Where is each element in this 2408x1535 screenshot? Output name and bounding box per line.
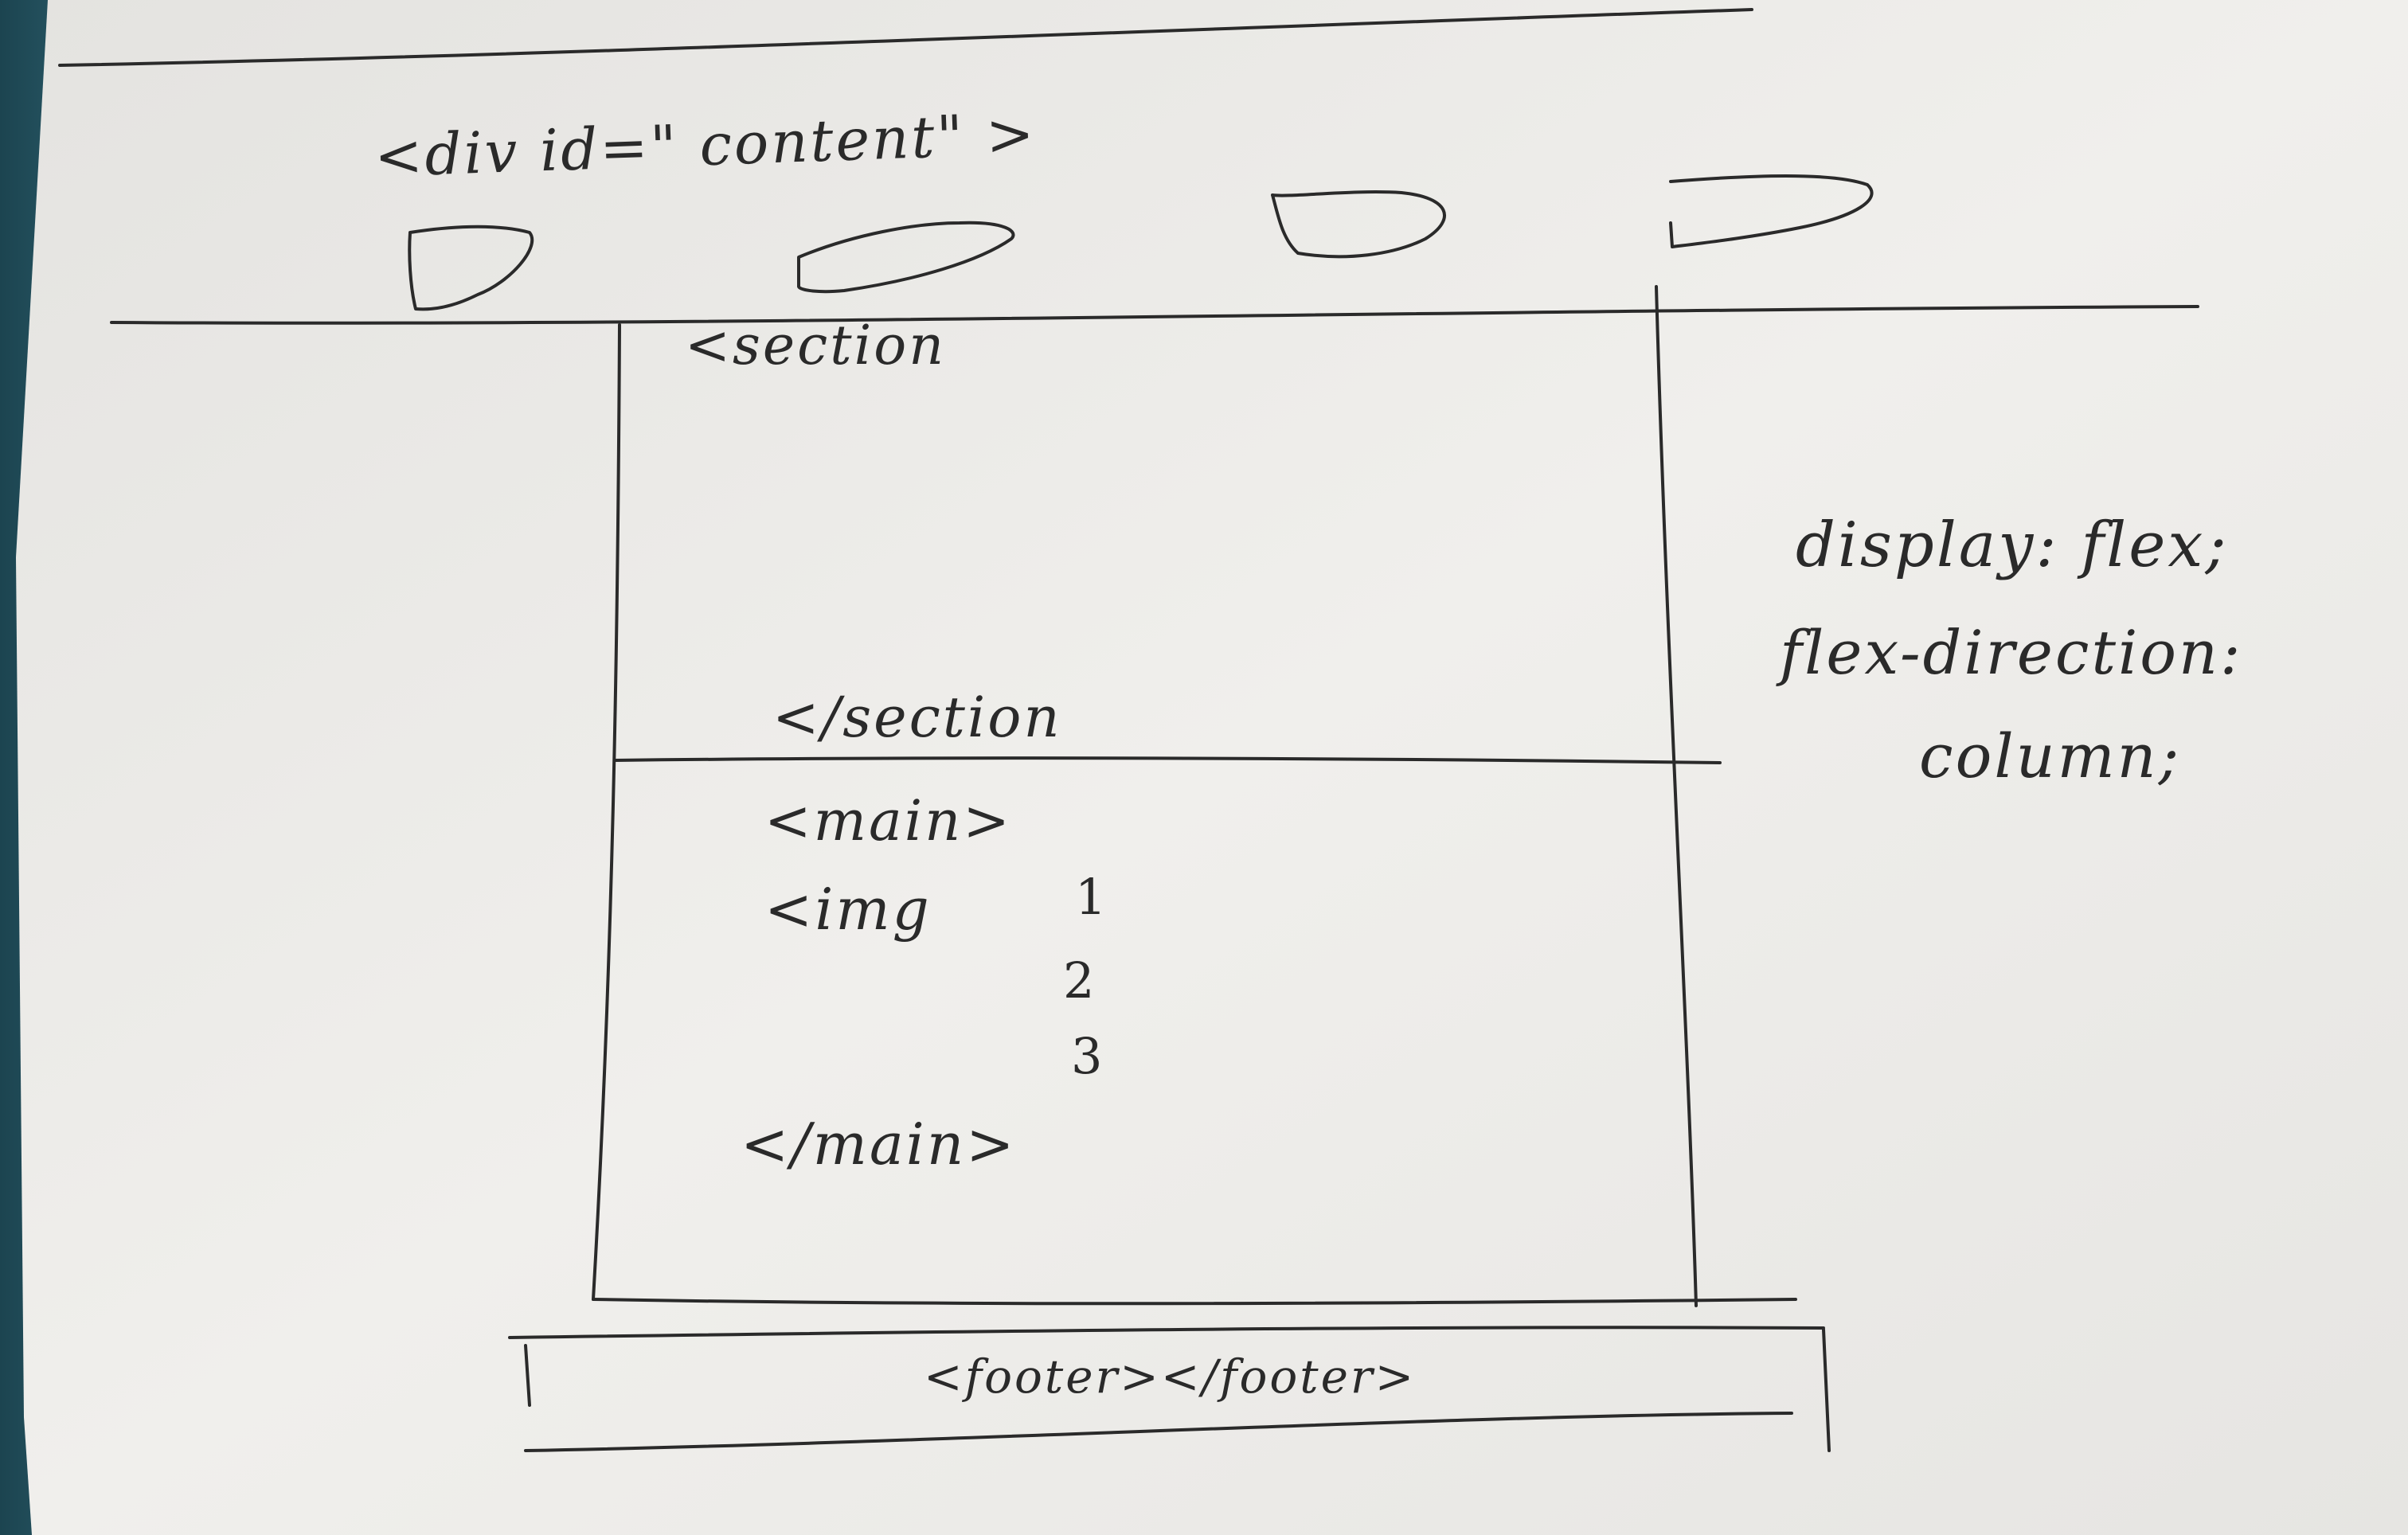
img-number-1: 1 <box>1075 868 1109 926</box>
css-flex-direction: flex-direction: <box>1780 617 2243 688</box>
section-close-label: </section <box>772 685 1062 750</box>
content-box-right <box>1655 285 1698 1307</box>
content-box-bottom <box>592 1298 1797 1306</box>
header-divider-line <box>110 305 2199 325</box>
img-number-2: 2 <box>1063 951 1097 1010</box>
section-open-label: <section <box>685 314 947 377</box>
footer-label: <footer></footer> <box>924 1349 1417 1404</box>
nav-item-sketch <box>1669 174 1874 248</box>
img-label: <img <box>764 876 932 943</box>
nav-item-sketch <box>408 225 534 311</box>
top-rule-line <box>58 8 1753 67</box>
nav-item-sketch <box>797 221 1015 294</box>
footer-box-right <box>1822 1328 1831 1452</box>
nav-item-sketch <box>1271 190 1446 259</box>
footer-box-bottom <box>524 1412 1793 1452</box>
footer-box-left <box>524 1344 531 1407</box>
main-close-label: </main> <box>741 1111 1017 1178</box>
img-number-3: 3 <box>1071 1027 1105 1085</box>
css-column: column; <box>1919 721 2182 791</box>
content-box-left <box>592 323 621 1301</box>
footer-box-top <box>508 1326 1825 1339</box>
css-display-flex: display: flex; <box>1796 510 2229 581</box>
section-divider-line <box>613 756 1722 764</box>
main-open-label: <main> <box>764 788 1012 853</box>
